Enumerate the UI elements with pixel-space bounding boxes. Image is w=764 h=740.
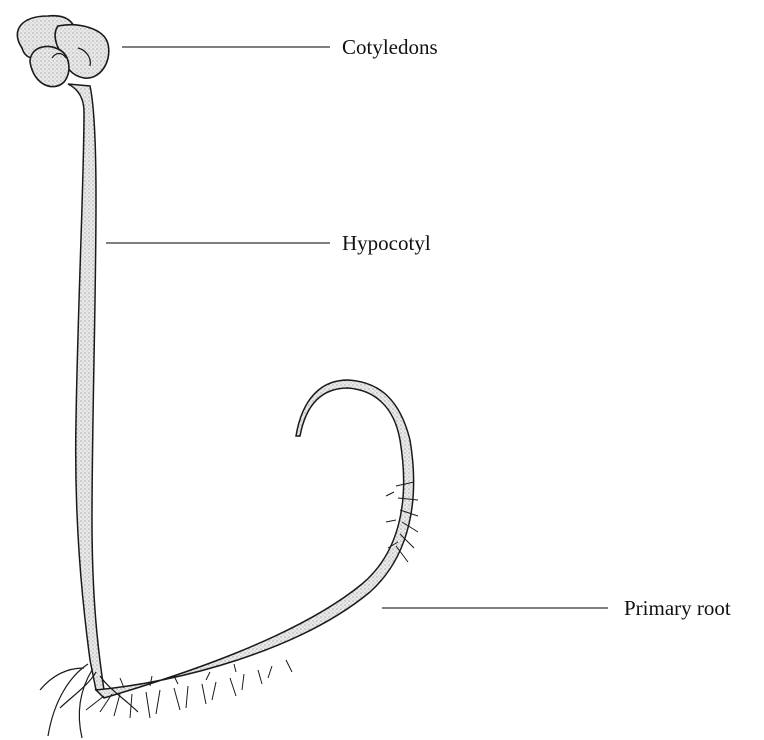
cotyledons-label: Cotyledons: [342, 35, 438, 59]
cotyledons-drawing: [17, 16, 108, 87]
hypocotyl-label: Hypocotyl: [342, 231, 431, 255]
basal-roots-drawing: [40, 664, 138, 738]
hypocotyl-drawing: [68, 84, 104, 690]
leader-lines: [106, 47, 608, 608]
primary-root-drawing: [96, 380, 414, 698]
root-hairs-drawing: [86, 482, 418, 718]
primary-root-label: Primary root: [624, 596, 731, 620]
